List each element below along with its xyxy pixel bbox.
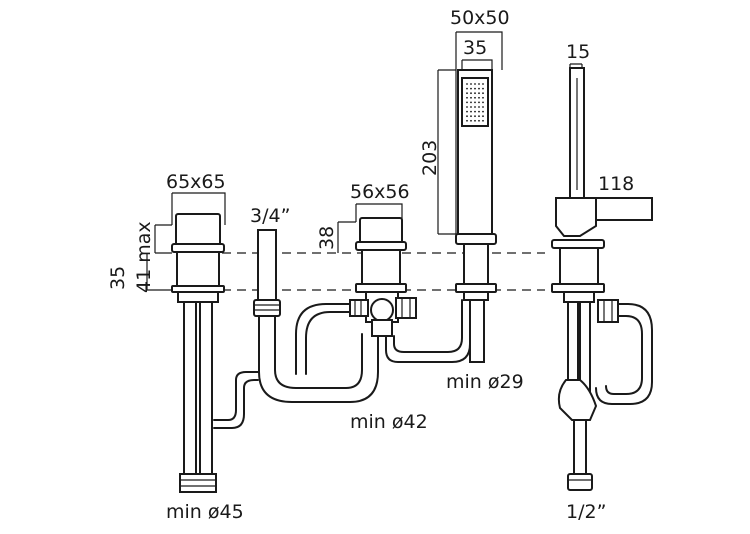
spray-hole [482,106,484,108]
spray-hole [482,87,484,90]
spray-hole [474,106,476,108]
label-65x65: 65x65 [166,171,226,193]
label-15: 15 [566,41,590,63]
spray-hole [466,96,468,99]
spray-hole [470,110,472,113]
label-203: 203 [419,140,441,176]
label-56x56: 56x56 [350,181,410,203]
spray-hole [478,119,480,122]
spray-hole [474,96,476,99]
diverter-assembly [295,203,417,375]
spray-hole [474,110,476,113]
spray-hole [478,101,480,104]
three-quarter-valve [253,229,379,403]
spray-hole [478,83,480,85]
spray-hole [482,119,484,122]
spray-hole [482,101,484,104]
label-118: 118 [598,173,634,195]
spray-holes [466,83,484,122]
spray-hole [478,87,480,90]
label-three-quarter: 3/4” [250,205,290,227]
spray-hole [482,83,484,85]
spray-hole [474,92,476,95]
spray-hole [466,106,468,108]
label-min-45: min ø45 [166,501,244,523]
spray-hole [466,110,468,113]
left-pipe [213,371,259,429]
spray-hole [466,101,468,104]
spray-hole [482,92,484,95]
side-view [551,63,653,491]
spray-hole [474,87,476,90]
dimension-labels: 65x65 41 max 35 3/4” 56x56 38 50x50 35 2… [107,7,634,523]
spray-hole [470,115,472,118]
spray-hole [482,96,484,99]
label-38: 38 [316,226,338,250]
spray-hole [470,101,472,104]
spray-hole [466,83,468,85]
spray-hole [466,87,468,90]
spray-hole [470,92,472,95]
label-41max: 41 max [133,221,155,293]
spray-hole [482,110,484,113]
spray-hole [482,115,484,118]
spray-hole [466,115,468,118]
spray-hole [478,110,480,113]
label-35-left: 35 [107,266,129,290]
label-min-42: min ø42 [350,411,428,433]
spray-hole [470,96,472,99]
spray-hole [470,87,472,90]
spray-hole [478,96,480,99]
spray-hole [470,83,472,85]
spray-hole [478,92,480,95]
spray-hole [470,119,472,122]
spray-hole [474,119,476,122]
spray-hole [466,119,468,122]
spray-hole [470,106,472,108]
spray-hole [474,115,476,118]
spout-assembly [146,192,226,493]
shower-handset [437,31,503,363]
label-half-inch: 1/2” [566,501,606,523]
label-50x50: 50x50 [450,7,510,29]
label-min-29: min ø29 [446,371,524,393]
spray-hole [466,92,468,95]
label-35-handset: 35 [463,37,487,59]
spray-hole [478,106,480,108]
spray-hole [474,83,476,85]
spray-hole [474,101,476,104]
spray-hole [478,115,480,118]
